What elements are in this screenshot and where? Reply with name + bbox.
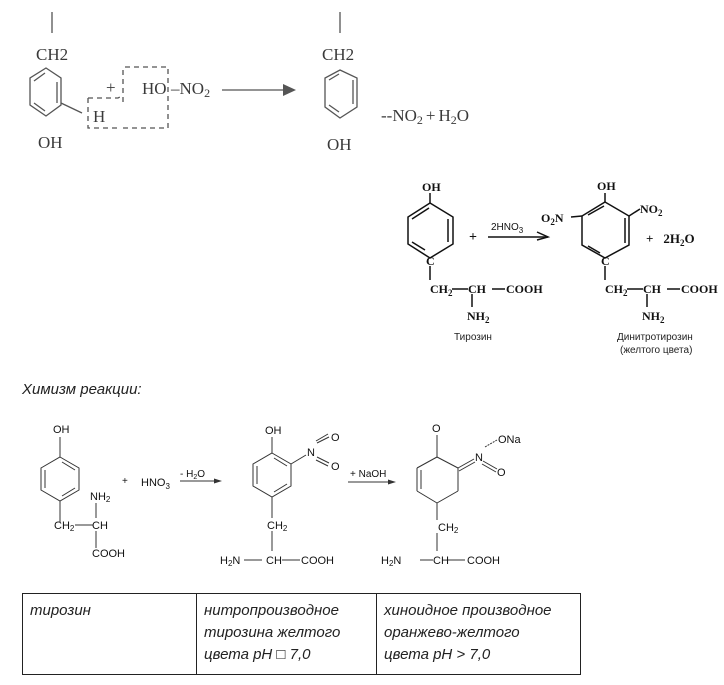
reaction1-product-ch2: CH2: [322, 45, 354, 64]
mech-quinoid-o: O: [432, 423, 441, 435]
reaction1-ho: HO: [142, 79, 167, 98]
mech-tyrosine-cooh: COOH: [92, 548, 125, 560]
reaction1-product-ring: [324, 12, 358, 119]
reaction1-oh: OH: [38, 133, 63, 152]
dinitro-nh2: NH2: [642, 309, 665, 325]
reaction1-ch2: CH2: [36, 45, 68, 64]
mech-hno3: HNO3: [141, 477, 170, 491]
dinitro-ring-c: C: [601, 254, 610, 268]
mech-tyrosine-ch2: CH2: [54, 520, 75, 533]
dinitro-ch2: CH2: [605, 282, 628, 298]
mech-nitro-ch: CH: [266, 555, 282, 567]
mech-tyrosine-nh2: NH2: [90, 491, 111, 504]
mech-nitro-o1: O: [331, 432, 340, 444]
tyrosine-name: Тирозин: [454, 332, 492, 343]
mech-nitro-o2: O: [331, 461, 340, 473]
tyrosine-cooh: COOH: [506, 282, 543, 296]
mech-condition-2: + NaOH: [350, 469, 386, 480]
mech-nitro-n: N: [307, 447, 315, 459]
mech-nitro-cooh: COOH: [301, 555, 334, 567]
cell-line: цвета pH □ 7,0: [204, 646, 311, 663]
mech-quinoid-h2n: H2N: [381, 555, 401, 568]
tyrosine-nh2: NH2: [467, 309, 490, 325]
reaction1-h: H: [93, 107, 105, 126]
reaction2-byproduct: +2H2O: [646, 231, 695, 248]
mech-nitro-ch2: CH2: [267, 520, 288, 533]
dinitro-cooh: COOH: [681, 282, 718, 296]
cell-line: цвета pH > 7,0: [384, 646, 491, 663]
reaction-1: [29, 12, 358, 129]
tyrosine-ch2: CH2: [430, 282, 453, 298]
dinitro-name-line2: (желтого цвета): [620, 345, 692, 356]
mech-plus: +: [122, 476, 128, 487]
reaction-2: [407, 193, 680, 307]
dinitro-name-line1: Динитротирозин: [617, 332, 693, 343]
dinitro-right-no2: NO2: [640, 202, 663, 218]
cell-line: нитропроизводное: [204, 602, 339, 619]
reaction1-plus: +: [106, 78, 116, 97]
mech-nitro-oh: OH: [265, 425, 282, 437]
table-cell-nitro: нитропроизводное тирозина желтого цвета …: [196, 593, 377, 675]
reaction2-plus: +: [469, 230, 477, 245]
tyrosine-ch: CH: [468, 282, 487, 296]
table-cell-quinoid: хиноидное производное оранжево-желтого ц…: [376, 593, 581, 675]
mech-tyrosine-oh: OH: [53, 424, 70, 436]
reaction1-product-oh: OH: [327, 135, 352, 154]
dinitro-ch: CH: [643, 282, 662, 296]
reaction2-reagent: 2HNO3: [491, 222, 524, 235]
mech-quinoid-ona: ONa: [498, 434, 522, 446]
cell-line: хиноидное производное: [384, 602, 552, 619]
reaction1-dashed-box: [87, 66, 169, 129]
mech-tyrosine-ch: CH: [92, 520, 108, 532]
tyrosine-oh: OH: [422, 180, 441, 194]
mech-quinoid-ch: CH: [433, 555, 449, 567]
cell-line: оранжево-желтого: [384, 624, 520, 641]
result-table: тирозин нитропроизводное тирозина желтог…: [22, 593, 581, 675]
mech-quinoid-n: N: [475, 452, 483, 464]
reaction1-labels: CH2 OH H + HO –NO2 CH2 OH --NO2+H2O: [36, 45, 469, 154]
mech-quinoid-cooh: COOH: [467, 555, 500, 567]
reaction1-reactant-ring: [29, 12, 83, 117]
reaction2-labels: OH C CH2 CH COOH NH2 Тирозин + 2HNO3 OH …: [422, 179, 718, 356]
dinitro-left-no2: O2N: [541, 211, 564, 227]
mechanism-heading: Химизм реакции:: [22, 381, 142, 398]
mech-nitro-h2n: H2N: [220, 555, 240, 568]
mech-condition-1: - H2O: [180, 469, 205, 481]
mechanism-bonds: [40, 433, 498, 561]
tyrosine-ring-c: C: [426, 254, 435, 268]
cell-line: тирозина желтого: [204, 624, 341, 641]
mech-quinoid-ch2: CH2: [438, 522, 459, 535]
dinitro-oh: OH: [597, 179, 616, 193]
reaction1-product-rest: --NO2+H2O: [381, 106, 469, 127]
mech-quinoid-o2: O: [497, 467, 506, 479]
table-cell-tyrosine: тирозин: [22, 593, 197, 675]
reaction1-no2: –NO2: [170, 79, 210, 100]
cell-line: тирозин: [30, 602, 91, 619]
mechanism-labels: OH NH2 CH2 CH COOH + HNO3 - H2O OH N O O…: [53, 423, 522, 568]
table-row: тирозин нитропроизводное тирозина желтог…: [22, 593, 581, 675]
